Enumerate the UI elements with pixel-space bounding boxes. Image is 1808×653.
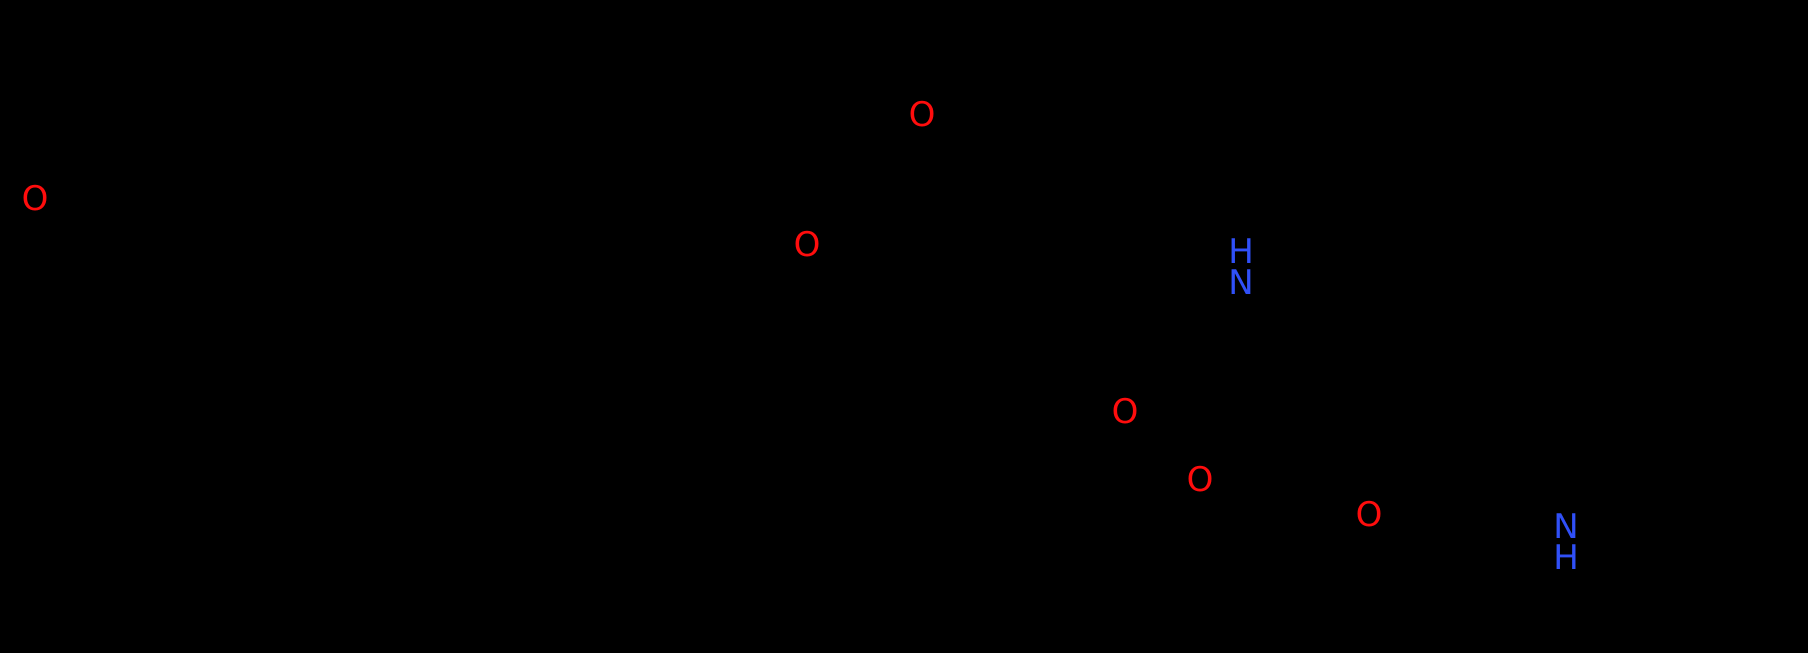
oxygen-atom-label: O xyxy=(908,95,936,135)
oxygen-atom-label: O xyxy=(793,225,821,265)
amine-nh-label: N H xyxy=(1553,507,1579,578)
oxygen-atom-label: O xyxy=(1355,495,1383,535)
nitrogen-label: N xyxy=(1553,507,1579,547)
amine-nh-label: H N xyxy=(1228,232,1254,303)
oxygen-atom-label: O xyxy=(1111,392,1139,432)
nitrogen-label: N xyxy=(1228,263,1254,303)
oxygen-atom-label: O xyxy=(21,179,49,219)
hydrogen-label: H xyxy=(1553,538,1579,578)
hydrogen-label: H xyxy=(1228,232,1254,272)
oxygen-atom-label: O xyxy=(1186,460,1214,500)
